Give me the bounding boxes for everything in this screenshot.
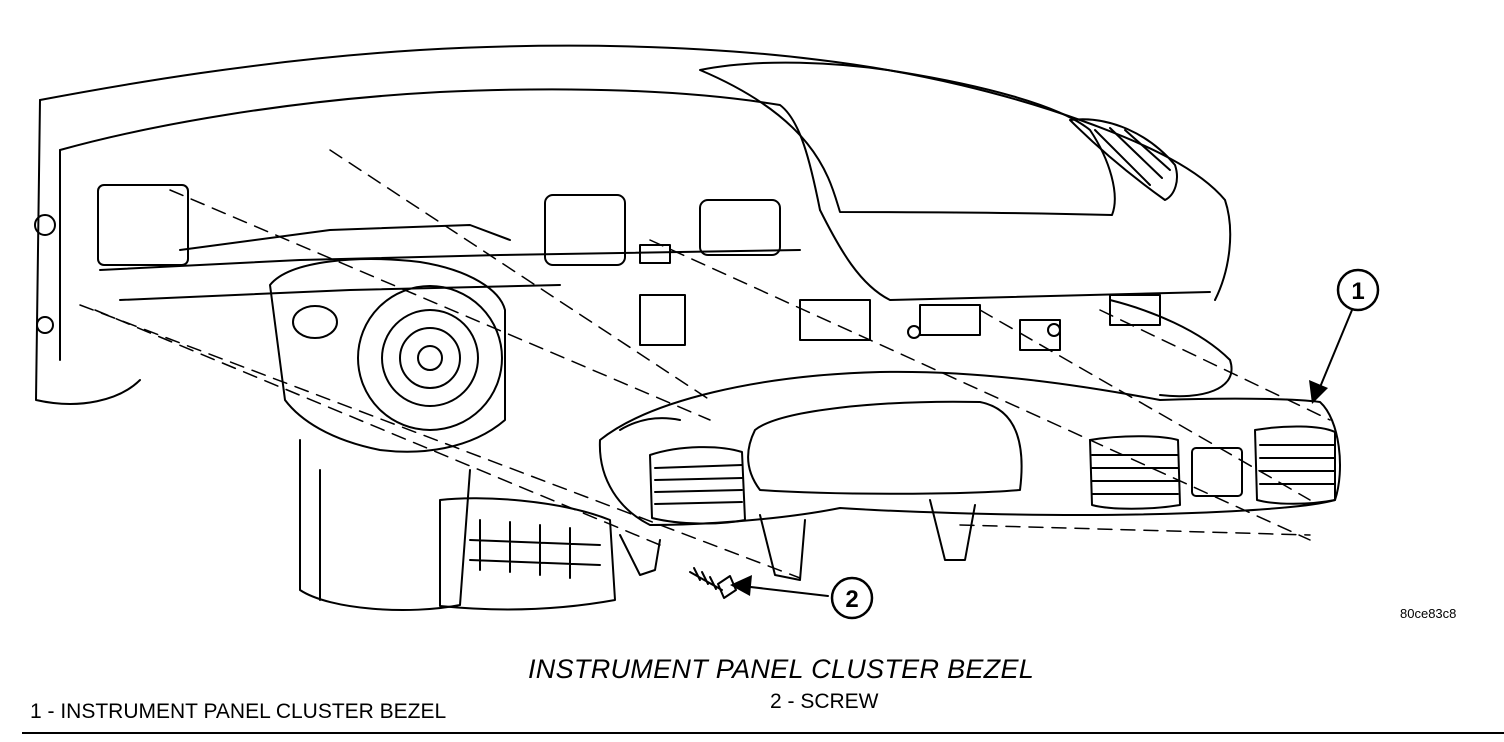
screw bbox=[689, 567, 737, 599]
figure-code: 80ce83c8 bbox=[1400, 606, 1457, 621]
arrowhead-1 bbox=[1309, 380, 1328, 404]
instrument-panel-body bbox=[34, 44, 1233, 405]
left-bezel-outlet bbox=[649, 446, 746, 525]
callout-2: 2 bbox=[830, 576, 874, 620]
right-bezel-outlet bbox=[1254, 425, 1336, 505]
arrowhead-2 bbox=[730, 575, 752, 596]
leader-arrow-1 bbox=[1317, 309, 1353, 393]
right-side-outlet bbox=[1069, 118, 1178, 201]
legend-item-2: 2 - SCREW bbox=[770, 690, 879, 713]
passenger-airbag-door bbox=[699, 61, 1116, 216]
legend-item-1: 1 - INSTRUMENT PANEL CLUSTER BEZEL bbox=[30, 700, 447, 723]
callout-2-number: 2 bbox=[845, 586, 858, 613]
figure-title: INSTRUMENT PANEL CLUSTER BEZEL bbox=[528, 654, 1035, 684]
steering-column bbox=[269, 258, 506, 611]
callout-leaders bbox=[741, 309, 1353, 597]
alignment-lines bbox=[79, 149, 1331, 579]
lower-panel bbox=[439, 497, 616, 611]
center-bezel-outlet bbox=[1089, 435, 1181, 510]
callout-1-number: 1 bbox=[1351, 278, 1364, 305]
callout-1: 1 bbox=[1336, 268, 1380, 312]
leader-arrow-2 bbox=[741, 585, 829, 597]
bottom-divider bbox=[22, 732, 1504, 734]
cluster-bezel bbox=[598, 370, 1341, 581]
